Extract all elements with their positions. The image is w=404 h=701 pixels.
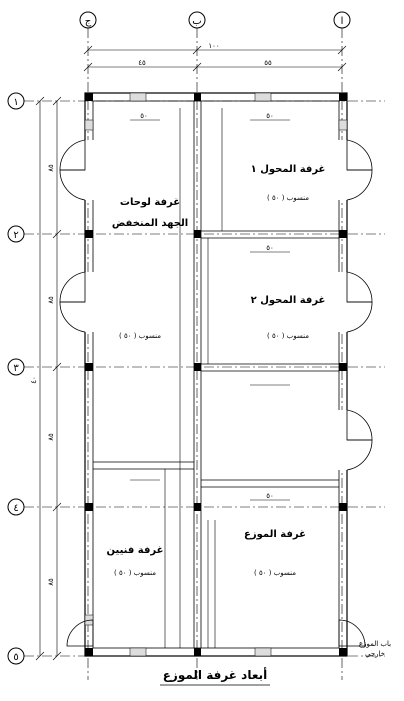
grid-label-col-c: ﺝ	[85, 16, 92, 27]
dim-room-width-4: ٥٠	[266, 492, 274, 500]
room-lv-panels-level: منسوب ( ٥٠ )	[119, 332, 161, 340]
dim-row-span-1: ٨٥	[47, 164, 55, 172]
doors	[59, 139, 373, 647]
plan-title: أبعاد غرفة الموزع	[163, 667, 268, 683]
room-transformer-2-level: منسوب ( ٥٠ )	[267, 332, 309, 340]
room-transformer-2-name: غرفة المحول ٢	[251, 295, 326, 306]
door-note-line-1: باب الموزع	[359, 640, 391, 648]
room-transformer-1-name: غرفة المحول ١	[251, 164, 326, 175]
walls	[84, 92, 348, 657]
dim-room-width-1: ٥٠	[140, 112, 148, 120]
grid-columns	[79, 11, 351, 680]
top-dimensions	[83, 45, 347, 72]
room-transformer-1-level: منسوب ( ٥٠ )	[267, 194, 309, 202]
room-lv-panels-name: غرفة لوحات	[120, 197, 180, 208]
grid-label-row-1: ١	[13, 97, 18, 108]
dim-row-span-2: ٨٥	[47, 296, 55, 304]
dim-overall-height: ٤٠	[30, 376, 38, 384]
dim-left-bay: ٤٥	[138, 59, 146, 67]
room-technicians-level: منسوب ( ٥٠ )	[114, 569, 156, 577]
dim-right-bay: ٥٥	[264, 59, 272, 67]
grid-label-col-b: ﺏ	[192, 16, 201, 27]
dim-overall-width: ١٠٠	[208, 42, 219, 50]
interior-marks	[130, 119, 290, 501]
dim-room-width-2: ٥٠	[266, 112, 274, 120]
room-technicians-name: غرفة فنيين	[107, 545, 164, 556]
dim-row-span-4: ٨٥	[47, 578, 55, 586]
door-note-line-2: خارجي	[365, 650, 385, 658]
dim-row-span-3: ٨٥	[47, 433, 55, 441]
grid-label-row-5: ٥	[13, 652, 18, 663]
grid-label-row-3: ٣	[13, 363, 19, 374]
room-lv-panels-name-2: الجهد المنخفض	[112, 218, 188, 229]
room-distributor-name: غرفة الموزع	[244, 529, 306, 540]
dim-room-width-3: ٥٠	[266, 244, 274, 252]
room-distributor-level: منسوب ( ٥٠ )	[254, 569, 296, 577]
grid-rows	[7, 92, 385, 665]
structural-columns	[85, 93, 347, 656]
grid-label-row-4: ٤	[13, 503, 18, 514]
grid-label-col-a: ﺍ	[341, 16, 344, 27]
grid-label-row-2: ٢	[13, 230, 18, 241]
left-dimensions	[35, 96, 62, 661]
